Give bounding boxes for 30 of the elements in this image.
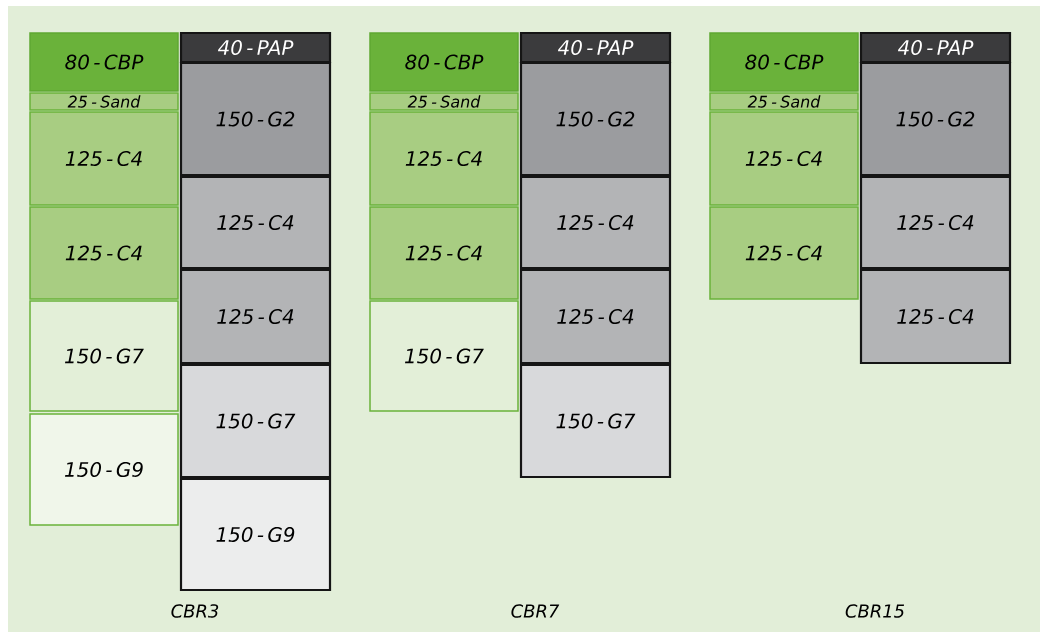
layer-box: 25 - Sand <box>29 92 179 111</box>
layer-box: 150 - G2 <box>519 61 672 177</box>
layer-box: 125 - C4 <box>519 268 672 365</box>
layer-box: 125 - C4 <box>29 206 179 300</box>
layer-box: 150 - G9 <box>179 477 332 592</box>
column-caption: CBR15 <box>845 604 905 618</box>
layer-box: 150 - G7 <box>519 363 672 479</box>
layer-box: 125 - C4 <box>709 206 859 300</box>
layer-box: 125 - C4 <box>179 175 332 270</box>
layer-box: 125 - C4 <box>519 175 672 270</box>
layer-box: 150 - G2 <box>179 61 332 177</box>
layer-box: 150 - G7 <box>369 300 519 412</box>
column-caption: CBR3 <box>171 604 219 618</box>
layer-box: 150 - G2 <box>859 61 1012 177</box>
layer-box: 80 - CBP <box>709 32 859 92</box>
layer-box: 125 - C4 <box>369 206 519 300</box>
layer-box: 125 - C4 <box>859 268 1012 365</box>
layer-box: 80 - CBP <box>369 32 519 92</box>
layer-box: 150 - G9 <box>29 413 179 526</box>
layer-box: 80 - CBP <box>29 32 179 92</box>
layer-box: 40 - PAP <box>519 31 672 64</box>
layer-box: 25 - Sand <box>709 92 859 111</box>
column-caption: CBR7 <box>511 604 560 618</box>
layer-box: 125 - C4 <box>859 175 1012 270</box>
layer-box: 125 - C4 <box>179 268 332 365</box>
layer-box: 150 - G7 <box>29 300 179 412</box>
layer-box: 40 - PAP <box>859 31 1012 64</box>
layer-box: 150 - G7 <box>179 363 332 479</box>
layer-box: 25 - Sand <box>369 92 519 111</box>
layer-box: 40 - PAP <box>179 31 332 64</box>
